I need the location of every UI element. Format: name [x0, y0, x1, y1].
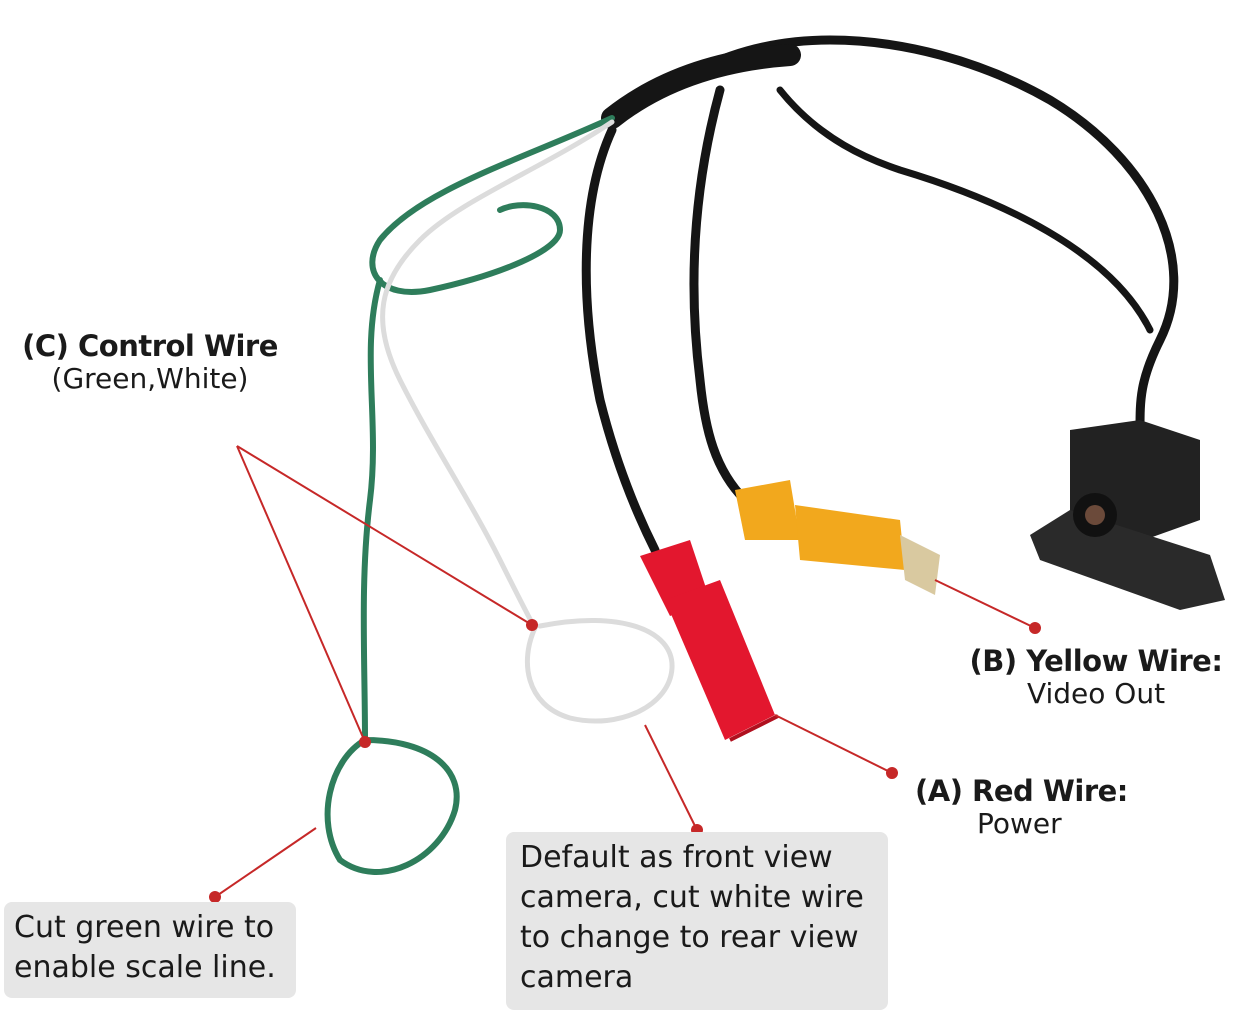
- control-wire-title: (C) Control Wire: [22, 329, 278, 363]
- white-note-line: camera: [520, 960, 634, 995]
- red-wire-title: (A) Red Wire:: [915, 774, 1128, 808]
- control-wire-label: (C) Control Wire (Green,White): [20, 329, 280, 396]
- red-connector: [640, 540, 779, 742]
- camera-icon: [1030, 420, 1225, 610]
- yellow-wire-subtitle: Video Out: [1026, 677, 1166, 711]
- white-note-line: camera, cut white wire: [520, 880, 864, 915]
- green-wire-note: Cut green wire to enable scale line.: [4, 902, 296, 998]
- red-wire-subtitle: Power: [977, 807, 1062, 841]
- green-wire: [324, 115, 615, 875]
- white-note-line: to change to rear view: [520, 920, 859, 955]
- white-wire-note: Default as front view camera, cut white …: [506, 832, 888, 1010]
- control-wire-subtitle: (Green,White): [51, 362, 249, 396]
- yellow-wire-label: (B) Yellow Wire: Video Out: [965, 644, 1227, 711]
- yellow-wire-title: (B) Yellow Wire:: [969, 644, 1223, 678]
- callout-dots: [209, 619, 1041, 903]
- green-note-line: enable scale line.: [14, 950, 276, 985]
- red-wire-label: (A) Red Wire: Power: [915, 774, 1155, 841]
- white-wire: [380, 119, 675, 724]
- green-note-line: Cut green wire to: [14, 910, 275, 945]
- white-note-line: Default as front view: [520, 840, 833, 875]
- yellow-connector: [735, 480, 940, 595]
- callout-lines: [214, 445, 1036, 898]
- main-cable: [581, 35, 1179, 555]
